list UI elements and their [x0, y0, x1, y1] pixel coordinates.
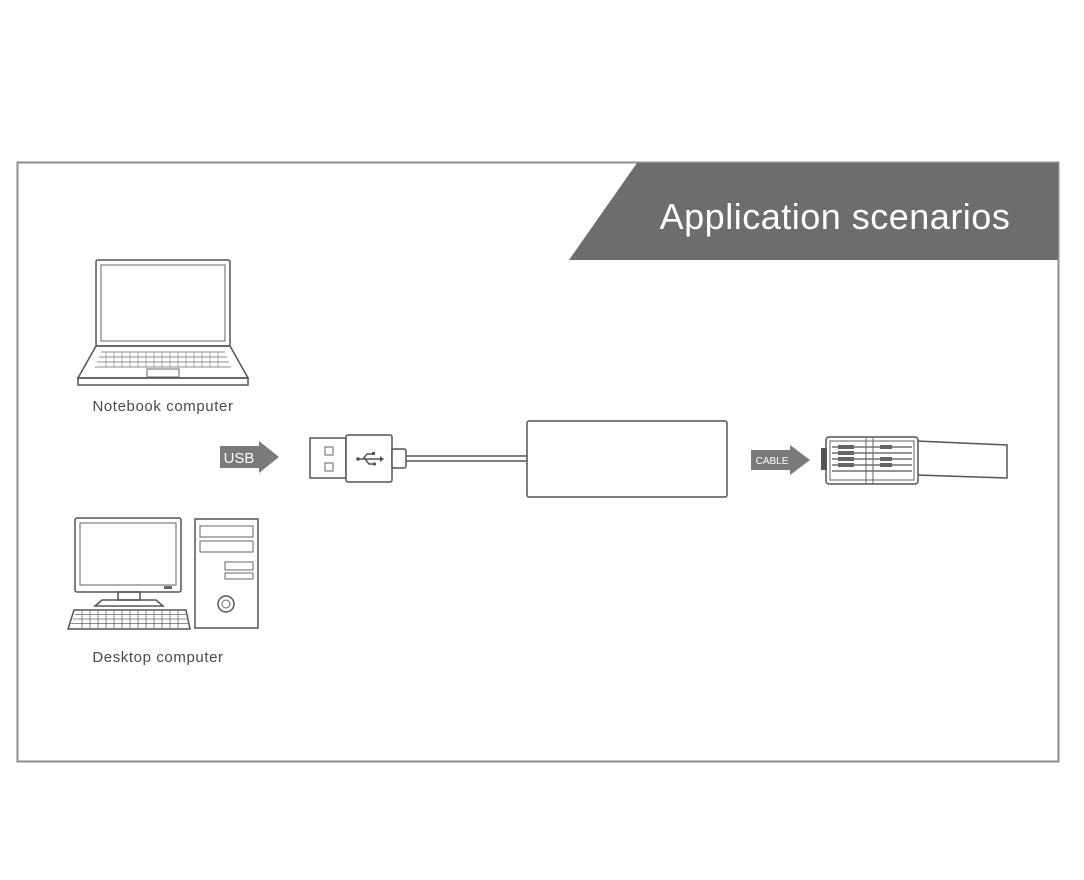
notebook-computer-label: Notebook computer	[92, 398, 233, 415]
cable-arrow-label: CABLE	[756, 456, 789, 467]
title-banner-shape	[569, 163, 1058, 260]
usb-arrow: USB	[220, 441, 279, 473]
usb-strain-relief	[391, 448, 407, 469]
usb-adapter-device	[309, 420, 728, 498]
usb-plug-tip	[309, 437, 347, 479]
usb-symbol-icon	[356, 452, 384, 466]
desktop-computer-icon	[66, 517, 259, 630]
cable-arrow-shape	[751, 445, 810, 475]
adapter-box	[526, 420, 728, 498]
usb-arrow-shape	[220, 441, 279, 473]
usb-arrow-label: USB	[224, 450, 255, 467]
cable-arrow: CABLE	[751, 445, 810, 475]
notebook-computer-icon	[76, 259, 250, 386]
title-banner: Application scenarios	[569, 163, 1058, 260]
desktop-computer-label: Desktop computer	[92, 649, 223, 666]
rj11-connector-icon	[821, 436, 1008, 485]
page-title: Application scenarios	[660, 196, 1011, 237]
